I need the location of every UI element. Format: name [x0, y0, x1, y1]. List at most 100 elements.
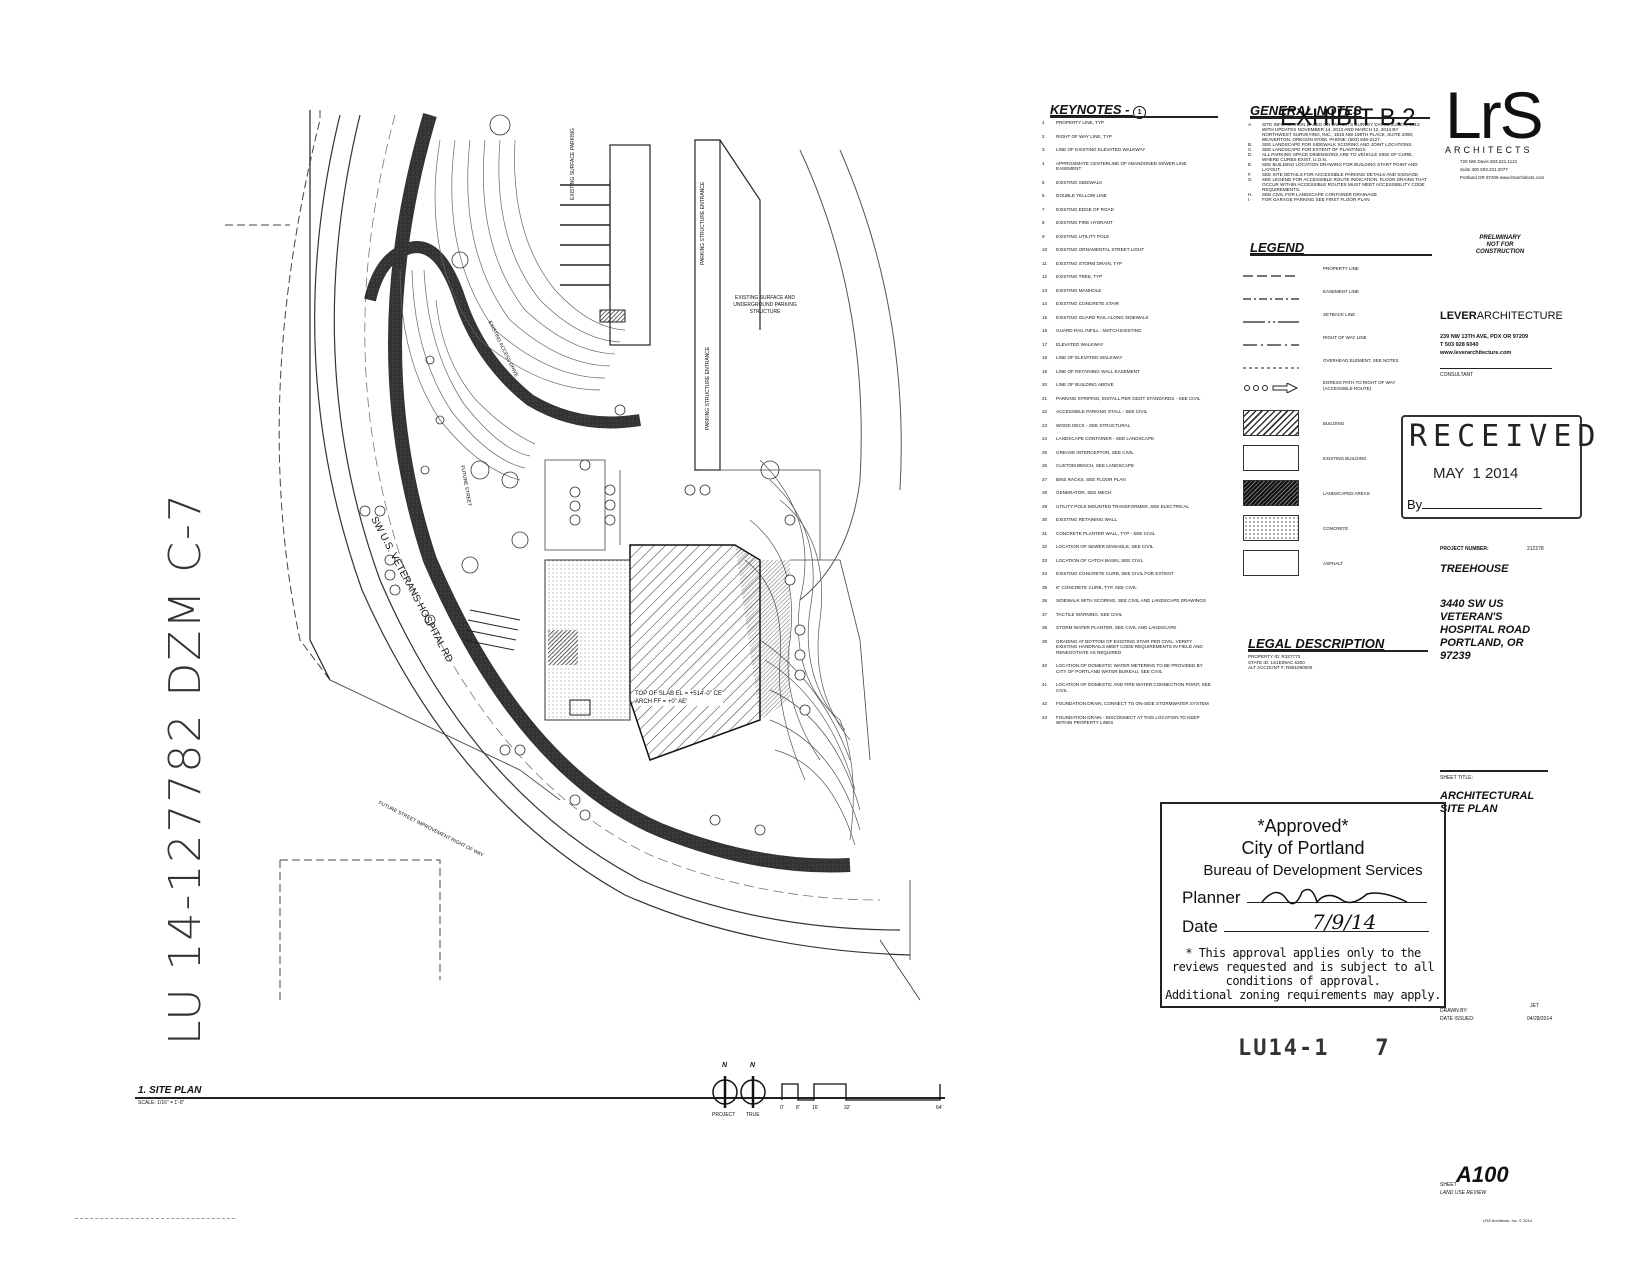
keynote-number: 43: [1042, 714, 1048, 720]
general-note-letter: D.: [1248, 152, 1253, 157]
date-issued-label: DATE ISSUED:: [1440, 1016, 1475, 1022]
north-label-project: N: [722, 1062, 728, 1069]
keynote-text: CONCRETE PLANTER WALL, TYP - SEE CIVIL: [1056, 530, 1156, 536]
lever-address: 239 NW 13TH AVE, PDX OR 97209 T 503 928 …: [1440, 333, 1528, 357]
legend-item: SETBACK LINE: [1243, 312, 1433, 342]
keynote-number: 32: [1042, 544, 1048, 549]
keynote-number: 36: [1042, 598, 1048, 603]
legend-item: PROPERTY LINE: [1243, 266, 1433, 296]
general-note-text: SEE SITE DETAILS FOR ACCESSIBLE PARKING …: [1262, 172, 1419, 177]
keynote-number: 19: [1042, 368, 1048, 374]
general-note-text: SEE CIVIL FOR LANDSCAPE CONTAINER DRAINA…: [1262, 192, 1378, 197]
keynote-text: APPROXIMATE CENTERLINE OF ABANDONED SEWE…: [1056, 160, 1187, 172]
keynote-number: 34: [1042, 571, 1048, 576]
keynote-item: 32 LOCATION OF SEWER MANHOLE, SEE CIVIL: [1042, 544, 1212, 550]
keynote-text: GENERATOR, SEE MECH: [1056, 490, 1112, 495]
legend-item: OVERHEAD ELEMENT, SEE NOTES: [1243, 358, 1433, 388]
general-note-item: A.SITE INFORMATION BASED ON OWNER'S SURV…: [1248, 122, 1428, 142]
general-note-text: SEE LANDSCAPE FOR EXTENT OF PLANTINGS: [1262, 147, 1366, 152]
keynote-text: PARKING STRIPING, INSTALL PER ODOT STAND…: [1056, 395, 1201, 401]
legal-description-lines: PROPERTY ID: R327773 STATE ID: 1S1E09AC …: [1248, 654, 1312, 671]
legend-title: LEGEND: [1250, 240, 1305, 255]
general-note-text: SEE LANDSCAPE FOR SIDEWALK SCORING AND J…: [1262, 142, 1413, 147]
legend-item: BUILDING: [1243, 410, 1433, 440]
existing-structure-label: EXISTING SURFACE AND UNDERGROUND PARKING…: [733, 295, 797, 315]
legal-description-rule: [1248, 650, 1428, 652]
slab-note: TOP OF SLAB EL = +514'-0" CE' ARCH FF = …: [635, 690, 724, 706]
project-address-line: VETERAN'S: [1440, 611, 1503, 623]
sheet-phase: LAND USE REVIEW: [1440, 1190, 1487, 1196]
keynote-text: CUSTOM BENCH, SEE LANDSCAPE: [1056, 463, 1135, 468]
general-note-text: ALL PARKING SPACE DIMENSIONS ARE TO VEHI…: [1262, 152, 1413, 162]
legend-label: PROPERTY LINE: [1323, 266, 1359, 271]
bottom-faint-line: [75, 1218, 235, 1219]
general-notes-title: GENERAL NOTES: [1250, 103, 1362, 118]
legend-sample: [1243, 515, 1299, 541]
keynote-text: ACCESSIBLE PARKING STALL - SEE CIVIL: [1056, 409, 1148, 414]
keynote-text: EXISTING EDGE OF ROAD: [1056, 206, 1114, 212]
legend-item: EASEMENT LINE: [1243, 289, 1433, 319]
legend-label: ASPHALT: [1323, 561, 1344, 566]
general-note-letter: B.: [1248, 142, 1253, 147]
keynote-text: EXISTING SIDEWALK: [1056, 179, 1103, 185]
general-note-item: F. SEE SITE DETAILS FOR ACCESSIBLE PARKIN…: [1248, 172, 1428, 177]
keynote-text: EXISTING GUARD RAIL ALONG SIDEWALK: [1056, 314, 1149, 320]
keynote-text: EXISTING ORNAMENTAL STREET LIGHT: [1056, 247, 1145, 252]
lever-name: LEVERARCHITECTURE: [1440, 310, 1563, 322]
general-note-letter: F.: [1248, 172, 1252, 177]
keynote-number: 17: [1042, 341, 1048, 347]
lever-rule: [1440, 368, 1552, 369]
consultant-label: CONSULTANT: [1440, 372, 1474, 378]
north-caption-project: PROJECT: [712, 1112, 736, 1118]
legend-item: EXISTING BUILDING: [1243, 445, 1433, 475]
keynote-text: LOCATION OF DOMESTIC AND FIRE WATER CONN…: [1056, 682, 1211, 693]
scale-tick: 32': [844, 1105, 851, 1111]
drawn-by-label: DRAWN BY:: [1440, 1008, 1468, 1014]
sheet-title-rule: [1440, 770, 1548, 772]
preliminary-note: PRELIMINARY NOT FOR CONSTRUCTION: [1465, 235, 1535, 256]
keynote-number: 29: [1042, 503, 1048, 509]
legal-line: PROPERTY ID: R327773: [1248, 654, 1301, 659]
keynote-number: 4: [1042, 160, 1045, 166]
legend-label: EXISTING BUILDING: [1323, 456, 1367, 461]
keynote-item: 4 APPROXIMATE CENTERLINE OF ABANDONED SEW…: [1042, 161, 1212, 172]
legend-item: RIGHT OF WAY LINE: [1243, 335, 1433, 365]
lrs-address: 720 NW Davis 503.221.1121 Suite 300 503.…: [1460, 158, 1544, 182]
legend-sample: [1243, 550, 1299, 576]
keynote-number: 25: [1042, 449, 1048, 455]
approved-note-line: conditions of approval.: [1225, 974, 1381, 988]
keynote-number: 14: [1042, 301, 1048, 306]
legend-label: CONCRETE: [1323, 526, 1349, 531]
keynote-text: EXISTING MANHOLE: [1056, 287, 1102, 293]
handwritten-case-note: LU 14-127782 DZM C-7: [160, 492, 211, 1045]
project-number: 212278: [1527, 546, 1544, 552]
general-note-item: D. ALL PARKING SPACE DIMENSIONS ARE TO VE…: [1248, 152, 1428, 162]
keynote-text: LOCATION OF SEWER MANHOLE, SEE CIVIL: [1056, 544, 1154, 549]
legal-description-title: LEGAL DESCRIPTION: [1248, 636, 1385, 651]
keynote-text: GRADING AT BOTTOM OF EXISTING STAIR PER …: [1056, 638, 1203, 655]
legend-label: OVERHEAD ELEMENT, SEE NOTES: [1323, 358, 1399, 363]
keynote-number: 10: [1042, 247, 1048, 252]
project-number-label: PROJECT NUMBER:: [1440, 546, 1489, 552]
keynote-text: FOUNDATION DRAIN, CONNECT TO ON-SIDE STO…: [1056, 701, 1209, 706]
keynote-number: 35: [1042, 584, 1048, 590]
